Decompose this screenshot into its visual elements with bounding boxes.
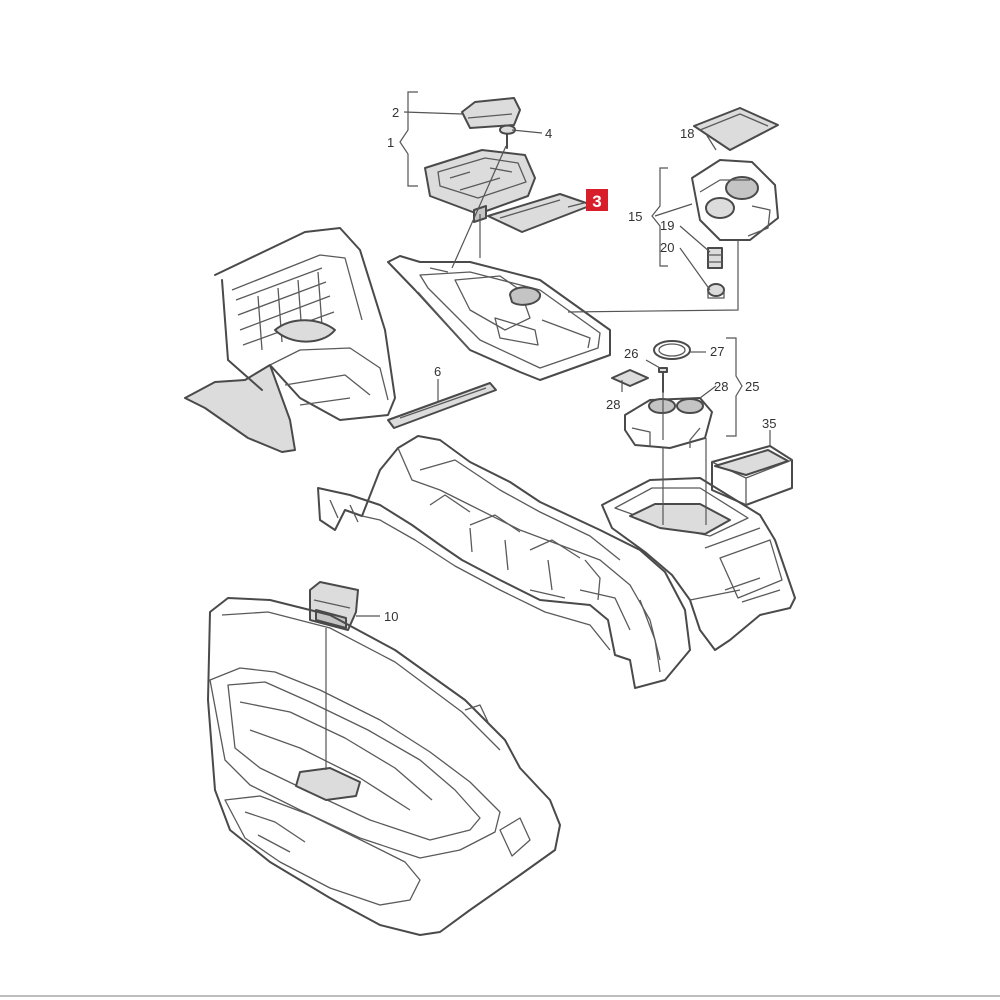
part-20-cap [707,283,725,299]
console-front-trim [387,255,611,381]
callout-6: 6 [434,364,441,379]
callout-35: 35 [762,416,776,431]
part-18-lid [693,107,779,151]
callout-18: 18 [680,126,694,141]
part-25-rear-cupholder [624,397,713,449]
callout-4: 4 [545,126,552,141]
part-28-pad [611,369,649,387]
callout-28-right: 28 [714,379,728,394]
leader-lines [325,91,771,770]
bottom-border [0,995,1000,997]
part-15-cupholder [691,159,779,241]
callout-19: 19 [660,218,674,233]
callout-3-highlight: 3 [586,189,608,211]
part-10-switch [309,581,359,631]
part-35-box [711,445,793,506]
center-console-frame [317,435,691,689]
callout-28-left: 28 [606,397,620,412]
highlight-box [586,189,608,211]
callout-10: 10 [384,609,398,624]
callout-labels: 1 2 4 6 10 15 18 19 20 25 26 27 28 28 35 [384,105,776,624]
callout-25: 25 [745,379,759,394]
part-4-clip [499,124,516,149]
part-26-screw [658,367,668,393]
dashboard-section [184,227,396,453]
part-19-insert [707,247,723,269]
callout-2: 2 [392,105,399,120]
callout-27: 27 [710,344,724,359]
rear-console-section [601,477,796,651]
part-27-ring [653,340,691,360]
door-panel [207,597,561,936]
highlight-label: 3 [592,192,601,211]
callout-1: 1 [387,135,394,150]
part-1-storage-box [424,149,536,223]
callout-15: 15 [628,209,642,224]
part-6-strip [387,382,497,429]
part-2-tray [461,97,521,129]
callout-20: 20 [660,240,674,255]
callout-26: 26 [624,346,638,361]
